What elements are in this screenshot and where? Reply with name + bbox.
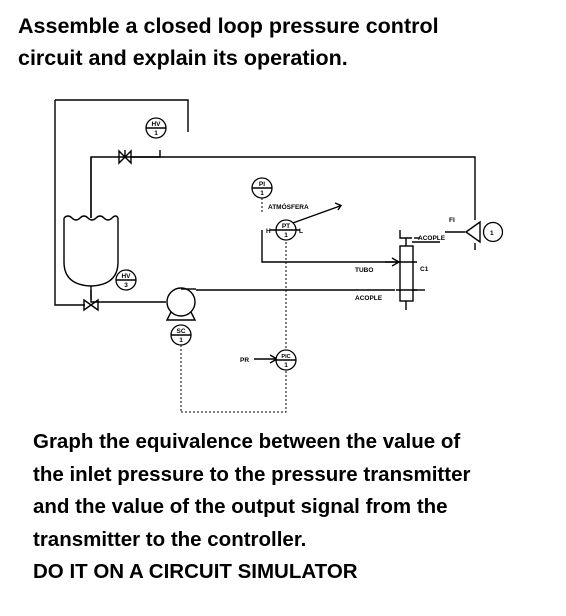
heading-line-1: Assemble a closed loop pressure control (18, 14, 439, 38)
task-line-2: the inlet pressure to the pressure trans… (33, 462, 471, 486)
signal-lines (180, 198, 420, 413)
process-tank (63, 215, 119, 287)
pi1-num: 1 (260, 190, 264, 197)
sc1-num: 1 (179, 337, 183, 344)
label-acople-top: ACOPLE (418, 235, 446, 242)
pic1-tag: PIC (281, 354, 290, 360)
process-piping (54, 99, 476, 306)
pump (165, 287, 197, 321)
label-atmosfera: ATMÓSFERA (268, 202, 309, 211)
bubble-sc1: SC 1 (170, 324, 192, 346)
bubble-pi1: PI 1 (251, 177, 273, 199)
heading-line-2: circuit and explain its operation. (18, 46, 348, 70)
task-instructions: Graph the equivalence between the value … (33, 426, 563, 589)
label-tubo: TUBO (355, 267, 373, 274)
label-pr: PR (240, 357, 249, 364)
fi1-tag: FI (449, 217, 455, 224)
pt1-tag: PT (282, 223, 290, 230)
valve-hv1 (118, 149, 132, 165)
label-c1: C1 (420, 266, 429, 273)
question-heading: Assemble a closed loop pressure control … (18, 10, 558, 74)
hv3-num: 3 (124, 282, 128, 289)
task-line-1: Graph the equivalence between the value … (33, 430, 461, 453)
hv3-tag: HV (121, 273, 131, 280)
task-line-5: DO IT ON A CIRCUIT SIMULATOR (33, 560, 358, 583)
bubble-pt1: PT 1 (275, 219, 297, 241)
pt1-num: 1 (284, 232, 288, 239)
task-line-4: transmitter to the controller. (33, 527, 307, 551)
label-l: L (299, 228, 303, 235)
label-acople-bottom: ACOPLE (355, 295, 383, 302)
bubble-hv3: HV 3 (115, 269, 137, 291)
pi1-tag: PI (259, 181, 265, 188)
bubble-pic1: PIC 1 (275, 349, 297, 371)
hv1-tag: HV (151, 121, 161, 128)
pic1-num: 1 (284, 362, 288, 369)
fi1-num: 1 (490, 230, 494, 237)
label-h: H (266, 228, 271, 235)
valve-hv3 (83, 286, 99, 312)
sc1-tag: SC (176, 328, 185, 335)
hv1-num: 1 (154, 130, 158, 137)
bubble-hv1: HV 1 (145, 117, 167, 139)
flow-indicator-fi1 (464, 220, 504, 244)
task-line-3: and the value of the output signal from … (33, 495, 448, 518)
